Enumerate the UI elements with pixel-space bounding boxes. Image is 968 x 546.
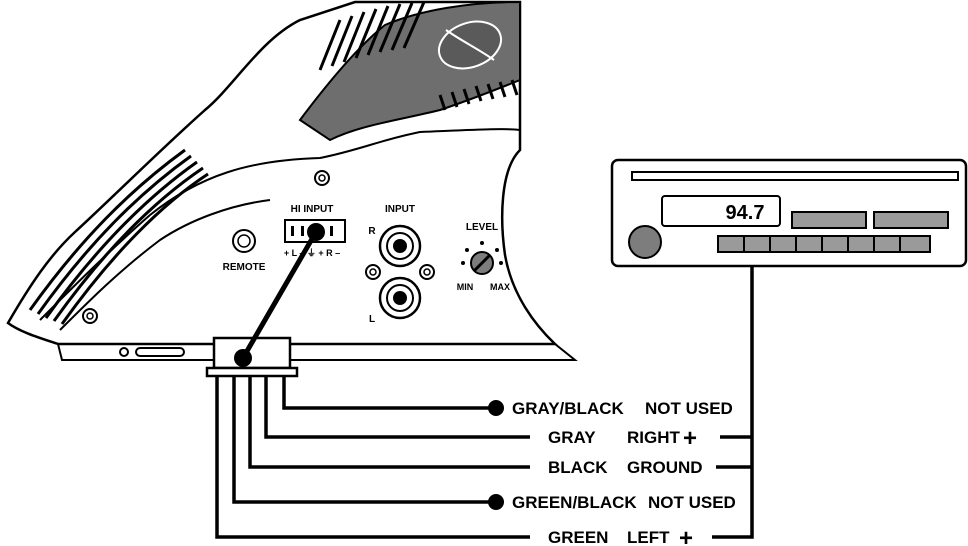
top-heatsink-fins (318, 1, 519, 111)
cd-slot (631, 171, 959, 181)
wire-label-black: BLACK (548, 458, 608, 477)
screw-top (314, 170, 330, 186)
wire-green-black (232, 376, 495, 504)
hi-input-plug (307, 223, 325, 241)
volume-knob (628, 225, 662, 259)
wire-sign-green: + (679, 525, 693, 546)
wire-function-green: LEFT (627, 528, 670, 546)
left-heatsink (28, 148, 209, 325)
wire-black (248, 376, 530, 469)
level-knob (461, 241, 503, 275)
base-hole (119, 347, 129, 357)
brand-logo (438, 20, 502, 70)
harness-connector (205, 223, 325, 378)
channel-l-label: L (369, 314, 375, 325)
radio-button-wide-1 (791, 211, 867, 229)
wire-label-green: GREEN (548, 528, 608, 546)
head-unit-wiring (712, 266, 754, 539)
wire-cap-green-black (488, 494, 504, 510)
wire-gray (264, 376, 530, 439)
wire-cap-gray-black (488, 400, 504, 416)
preset-buttons (717, 235, 931, 253)
wire-sign-gray: + (683, 425, 697, 452)
hi-input-label: HI INPUT (291, 204, 334, 215)
wire-label-gray: GRAY (548, 428, 596, 447)
amplifier: REMOTE HI INPUT + L – ⏚ + R – INPUT R L (6, 0, 578, 361)
channel-r-label: R (368, 226, 376, 237)
level-label: LEVEL (466, 222, 498, 233)
level-max-label: MAX (490, 282, 510, 292)
wire-label-green-black: GREEN/BLACK (512, 493, 637, 512)
wire-label-gray-black: GRAY/BLACK (512, 399, 624, 418)
wire-function-gray-black: NOT USED (645, 399, 733, 418)
wire-harness (215, 376, 530, 539)
rca-jack-left (378, 276, 422, 320)
rca-jack-right (378, 224, 422, 268)
shell-contour-lower (59, 199, 271, 331)
radio-button-wide-2 (873, 211, 949, 229)
wire-function-gray: RIGHT (627, 428, 681, 447)
frequency-readout: 94.7 (726, 202, 765, 224)
base-slot (135, 347, 185, 357)
screw-bottom (82, 308, 98, 324)
wire-green (215, 376, 530, 539)
level-min-label: MIN (457, 282, 474, 292)
input-label: INPUT (385, 204, 415, 215)
frequency-display (661, 195, 781, 227)
hi-input-polarity: + L – ⏚ + R – (284, 248, 340, 258)
head-unit: 94.7 (610, 158, 968, 268)
wire-gray-black (282, 376, 495, 410)
hi-input-cable (240, 230, 319, 360)
remote-jack (232, 229, 256, 253)
wire-function-green-black: NOT USED (648, 493, 736, 512)
rca-mount-screws (365, 264, 435, 280)
remote-label: REMOTE (223, 262, 266, 273)
wire-function-black: GROUND (627, 458, 703, 477)
harness-plug (234, 349, 252, 367)
